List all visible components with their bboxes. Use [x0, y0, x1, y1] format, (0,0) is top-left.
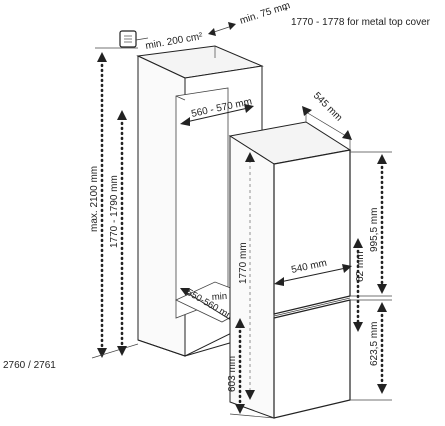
depth-label: 545 mm	[311, 90, 344, 123]
depth-dimension	[302, 106, 352, 150]
fridge-appliance	[228, 121, 352, 419]
niche-height-label: 1770 - 1790 mm	[109, 175, 120, 248]
max-height-dimension	[91, 47, 139, 359]
appliance-height-label: 1770 mm	[238, 242, 249, 284]
niche-height-dimension	[117, 110, 127, 356]
upper-door-dimension	[350, 151, 392, 297]
lower-height-label: 603 mm	[227, 356, 238, 392]
model-label: 2760 / 2761	[3, 360, 56, 371]
max-height-label: max. 2100 mm	[89, 166, 100, 232]
appliance-width-dimension	[274, 264, 352, 286]
lower-door-dimension	[350, 302, 392, 401]
appliance-height-dimension	[245, 152, 255, 400]
vent-leader	[135, 37, 149, 41]
door-gap-dimension	[350, 238, 392, 332]
door-gap-label: 62 mm	[355, 251, 366, 282]
niche-depth-min-label: min	[211, 291, 227, 303]
gap-top-dimension	[208, 22, 236, 36]
lower-door-label: 623,5 mm	[369, 322, 380, 366]
lower-height-dimension	[229, 318, 275, 419]
niche-width-dimension	[180, 104, 254, 126]
upper-door-label: 995,5 mm	[369, 208, 380, 252]
vent-grille-icon	[119, 30, 137, 48]
note-asterisk: *	[284, 6, 288, 17]
note-text: 1770 - 1778 for metal top cover	[291, 17, 431, 28]
